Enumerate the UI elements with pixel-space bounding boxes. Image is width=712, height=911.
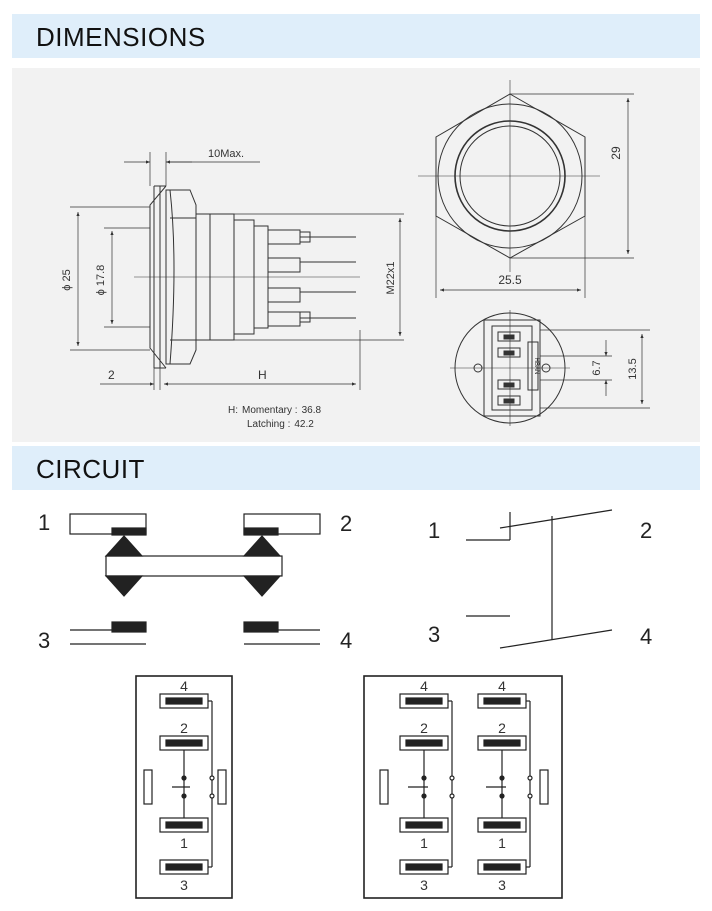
circuit-right-t1: 1 <box>428 518 440 543</box>
dim-h-label: H <box>258 368 267 382</box>
dim-29-label: 29 <box>609 146 623 160</box>
terminal-top <box>268 229 301 245</box>
circuit-heading: CIRCUIT <box>36 454 145 484</box>
rear-logo-text: HBAN <box>533 358 539 375</box>
double-label-a4: 4 <box>420 678 428 694</box>
dim-phi178-label: ϕ 17.8 <box>95 265 107 296</box>
circuit-right-t4: 4 <box>640 624 652 649</box>
double-label-b3: 3 <box>498 877 506 893</box>
front-view <box>418 80 634 298</box>
rear-pin <box>497 379 521 390</box>
led-pin-right <box>217 769 227 805</box>
rear-pin <box>497 331 521 342</box>
double-label-a1: 1 <box>420 835 428 851</box>
circuit-left-t4: 4 <box>340 628 352 653</box>
side-view <box>70 152 404 390</box>
double-label-b2: 2 <box>498 720 506 736</box>
dim-10max-label: 10Max. <box>208 148 244 160</box>
single-label-3: 3 <box>180 877 188 893</box>
circuit-left-t2: 2 <box>340 511 352 536</box>
h-note-momentary: H:Momentary :36.8 <box>228 405 321 416</box>
circuit-right-t3: 3 <box>428 622 440 647</box>
dim-phi25-label: ϕ 25 <box>61 269 73 290</box>
rear-block <box>483 319 541 417</box>
double-label-a3: 3 <box>420 877 428 893</box>
contact-bar-3 <box>111 621 147 633</box>
led-pin-b <box>539 769 549 805</box>
dimensions-heading: DIMENSIONS <box>36 22 206 52</box>
dim-255-label: 25.5 <box>498 273 522 287</box>
single-label-2: 2 <box>180 720 188 736</box>
dim-m22-label: M22x1 <box>385 261 397 294</box>
circuit-contacts <box>69 513 321 645</box>
pin-layout-single <box>135 675 233 899</box>
contact-bar-4 <box>243 621 279 633</box>
rear-pin <box>497 347 521 358</box>
pin-layout-double <box>363 675 563 899</box>
terminal-upper <box>268 257 301 273</box>
rear-view <box>450 310 650 426</box>
hex-nut <box>165 189 197 365</box>
rear-logo-frame <box>527 341 539 391</box>
terminal-bottom <box>268 311 301 327</box>
dim-67-label: 6.7 <box>591 360 603 375</box>
single-label-1: 1 <box>180 835 188 851</box>
dimensions-banner: DIMENSIONS <box>12 14 700 58</box>
single-label-4: 4 <box>180 678 188 694</box>
circuit-left-t3: 3 <box>38 628 50 653</box>
circuit-left-t1: 1 <box>38 510 50 535</box>
circuit-symbol <box>466 509 613 649</box>
double-label-b4: 4 <box>498 678 506 694</box>
single-frame <box>135 675 233 899</box>
led-pin-left <box>143 769 153 805</box>
h-note-latching: Latching :42.2 <box>247 419 314 430</box>
rear-pin <box>497 395 521 406</box>
double-label-a2: 2 <box>420 720 428 736</box>
circuit-banner: CIRCUIT <box>12 446 700 490</box>
dim-135-label: 13.5 <box>627 358 639 379</box>
double-label-b1: 1 <box>498 835 506 851</box>
moving-contact-upper <box>499 509 613 529</box>
circuit-right-t2: 2 <box>640 518 652 543</box>
nut-curve <box>169 189 175 365</box>
moving-bridge <box>105 555 283 577</box>
led-pin-a <box>379 769 389 805</box>
dim-2-label: 2 <box>108 368 115 382</box>
terminal-lower <box>268 287 301 303</box>
moving-contact-lower <box>499 629 613 649</box>
bezel-dome <box>149 185 167 369</box>
double-frame <box>363 675 563 899</box>
